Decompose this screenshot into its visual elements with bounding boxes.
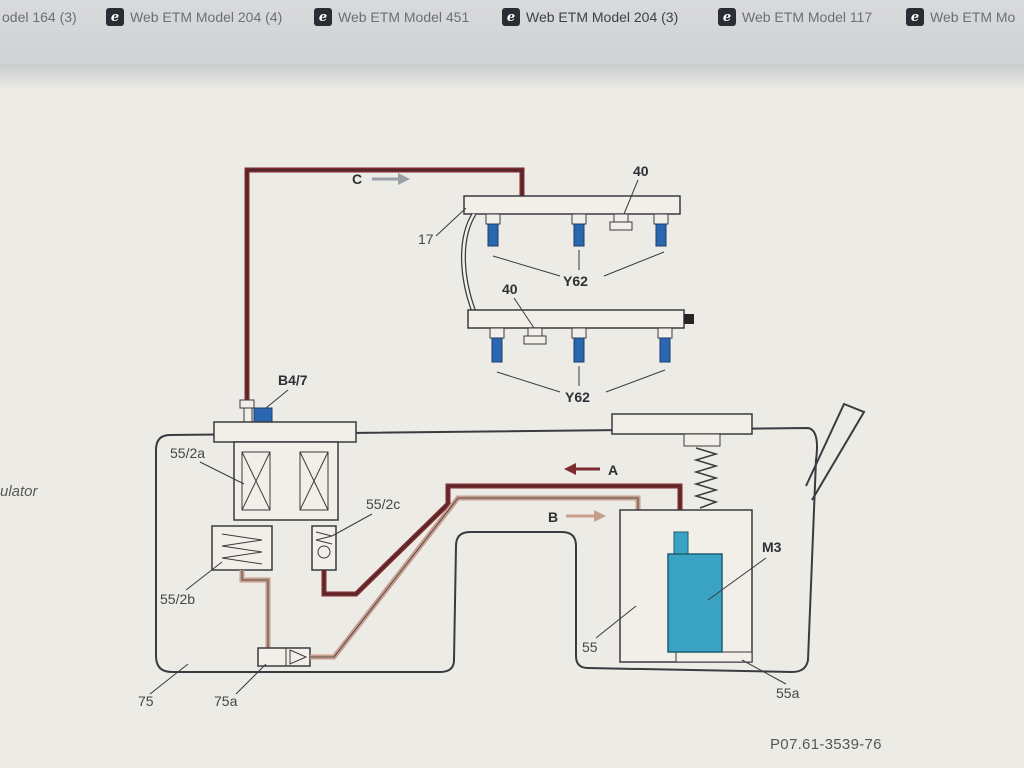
label-40-top: 40 <box>633 163 649 179</box>
injector-upper-1 <box>487 223 499 247</box>
injector-lower-2 <box>573 337 585 363</box>
tank-flange-right <box>611 413 753 435</box>
label-y62-bottom: Y62 <box>565 389 590 405</box>
tab-model-117[interactable]: e Web ETM Model 117 <box>712 0 878 34</box>
filler-neck <box>805 402 866 501</box>
strainer-55a <box>675 651 753 663</box>
check-valve-55-2c <box>311 525 337 571</box>
label-b: B <box>548 509 558 525</box>
label-55-2c: 55/2c <box>366 496 400 512</box>
label-m3: M3 <box>762 539 782 555</box>
return-line-b <box>310 495 641 660</box>
ie-icon: e <box>718 8 736 26</box>
ie-icon: e <box>314 8 332 26</box>
ie-icon: e <box>906 8 924 26</box>
pressure-regulator-55-2b <box>211 525 273 571</box>
module-spring <box>693 447 719 509</box>
pressure-sensor-b4-7 <box>253 407 273 423</box>
tab-label: Web ETM Model 451 <box>338 9 470 25</box>
label-55-2b: 55/2b <box>160 591 195 607</box>
label-55: 55 <box>582 639 598 655</box>
ie-icon: e <box>502 8 520 26</box>
tab-label: Web ETM Model 204 (3) <box>526 9 679 25</box>
label-17: 17 <box>418 231 434 247</box>
tab-label: Web ETM Model 204 (4) <box>130 9 283 25</box>
injector-lower-1 <box>491 337 503 363</box>
tab-label: Web ETM Mo <box>930 9 1016 25</box>
label-c: C <box>352 171 362 187</box>
high-pressure-line-outline <box>246 169 523 402</box>
jet-pump-75a <box>257 647 311 667</box>
sensor-40-lower <box>527 327 543 337</box>
label-a: A <box>608 462 618 478</box>
figure-id: P07.61-3539-76 <box>770 736 882 753</box>
sensor-40-upper <box>613 213 629 223</box>
tab-model-164-3[interactable]: odel 164 (3) <box>0 0 83 34</box>
tab-model-204-3[interactable]: e Web ETM Model 204 (3) <box>496 0 684 34</box>
injector-lower-3 <box>659 337 671 363</box>
label-75: 75 <box>138 693 154 709</box>
ie-icon: e <box>106 8 124 26</box>
label-75a: 75a <box>214 693 238 709</box>
label-y62-top: Y62 <box>563 273 588 289</box>
label-55a: 55a <box>776 685 800 701</box>
fuel-pump-m3 <box>667 553 723 653</box>
side-label: ulator <box>0 483 38 500</box>
injector-upper-3 <box>655 223 667 247</box>
label-40-bottom: 40 <box>502 281 518 297</box>
label-b4-7: B4/7 <box>278 372 308 388</box>
fuel-rail-lower <box>467 309 694 363</box>
fuel-tank-75 <box>155 426 818 674</box>
injector-upper-2 <box>573 223 585 247</box>
tab-model-partial[interactable]: e Web ETM Mo <box>900 0 1021 34</box>
fuel-rail-upper <box>463 195 681 247</box>
flow-arrow-c <box>372 173 410 185</box>
tank-flange-left <box>213 421 357 443</box>
toolbar-strip <box>0 64 1024 90</box>
tab-model-204-4[interactable]: e Web ETM Model 204 (4) <box>100 0 288 34</box>
tab-label: odel 164 (3) <box>2 9 77 25</box>
fuel-filter-55-2a <box>233 441 339 521</box>
tab-label: Web ETM Model 117 <box>742 9 873 25</box>
flow-arrow-a <box>564 463 600 475</box>
label-55-2a: 55/2a <box>170 445 205 461</box>
browser-tab-bar: odel 164 (3) e Web ETM Model 204 (4) e W… <box>0 0 1024 65</box>
flow-arrow-b <box>566 510 606 522</box>
tab-model-451[interactable]: e Web ETM Model 451 <box>308 0 475 34</box>
